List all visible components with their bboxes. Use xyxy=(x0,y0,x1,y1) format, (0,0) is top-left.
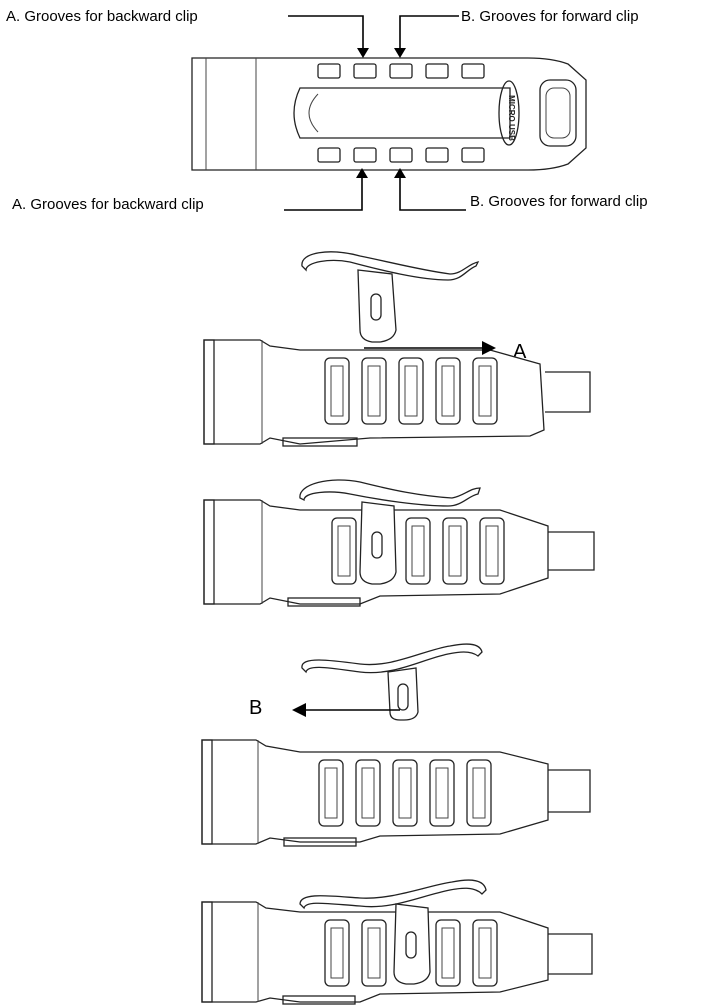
clip-step2 xyxy=(299,479,481,507)
device-side-step4 xyxy=(201,901,593,1005)
label-forward-clip-top: B. Grooves for forward clip xyxy=(461,8,639,25)
device-top-view xyxy=(191,57,587,171)
callout-arrows-top xyxy=(288,15,459,58)
device-side-step2 xyxy=(203,499,595,607)
label-backward-clip-bottom: A. Grooves for backward clip xyxy=(12,196,204,213)
clip-step1 xyxy=(301,251,480,343)
clip-step3 xyxy=(301,643,483,721)
label-forward-clip-bottom: B. Grooves for forward clip xyxy=(470,193,648,210)
device-side-step3 xyxy=(201,739,591,847)
label-backward-clip-top: A. Grooves for backward clip xyxy=(6,8,198,25)
clip-step4 xyxy=(299,879,487,910)
micro-usb-text: MICRO USB xyxy=(507,95,516,141)
arrow-a xyxy=(364,341,496,355)
step-label-b: B xyxy=(249,697,263,719)
callout-arrows-bottom xyxy=(284,168,466,211)
device-side-step1 xyxy=(203,339,591,447)
arrow-b xyxy=(292,703,400,717)
